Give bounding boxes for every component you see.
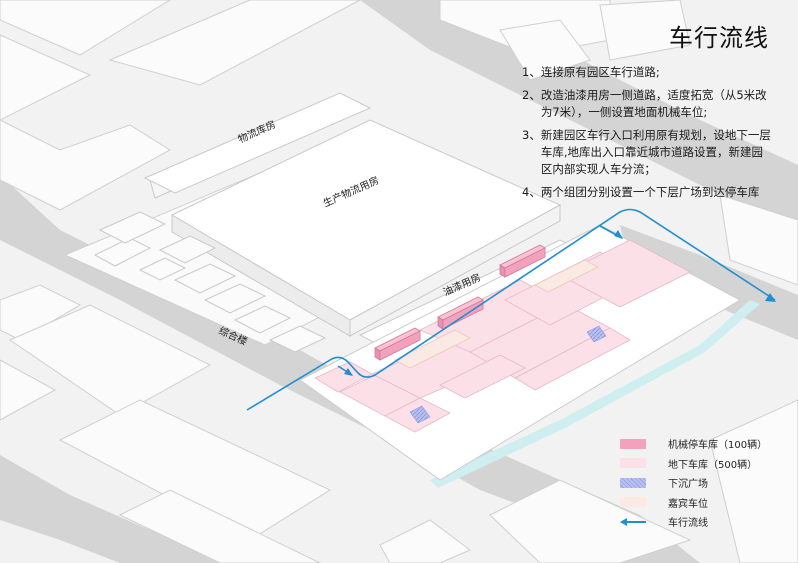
guest-parking-swatch bbox=[620, 497, 646, 508]
legend-label: 车行流线 bbox=[668, 518, 708, 530]
legend-item-vehicle-route: 车行流线 bbox=[620, 512, 790, 532]
note-text: 两个组团分别设置一个下层广场到达停车库 bbox=[540, 185, 760, 199]
legend-label: 地下车库（500辆） bbox=[668, 459, 758, 471]
legend-item-guest-parking: 嘉宾车位 bbox=[620, 493, 790, 513]
legend-item-sunken-plaza: 下沉广场 bbox=[620, 473, 790, 493]
mechanical-parking-swatch bbox=[620, 438, 646, 449]
legend-label: 嘉宾车位 bbox=[668, 498, 708, 510]
note-number: 1、 bbox=[522, 65, 541, 79]
underground-garage bbox=[314, 239, 691, 433]
legend-item-mechanical-parking: 机械停车库（100辆） bbox=[620, 434, 790, 454]
complex-buildings bbox=[93, 211, 327, 353]
underground-garage-swatch bbox=[620, 458, 646, 469]
note-item: 1、 连接原有园区车行道路; bbox=[522, 64, 774, 81]
note-text: 连接原有园区车行道路; bbox=[540, 65, 660, 79]
legend-label: 机械停车库（100辆） bbox=[668, 440, 768, 452]
note-text: 新建园区车行入口利用原有规划，设地下一层车库,地库出入口靠近城市道路设置，新建园… bbox=[540, 128, 771, 176]
note-item: 4、 两个组团分别设置一个下层广场到达停车库 bbox=[522, 184, 774, 201]
legend-item-underground-garage: 地下车库（500辆） bbox=[620, 454, 790, 474]
sunken-plaza-swatch bbox=[620, 477, 646, 488]
mechanical-parking bbox=[374, 244, 546, 361]
note-item: 2、 改造油漆用房一侧道路，适度拓宽（从5米改为7米），一侧设置地面机械车位; bbox=[522, 87, 774, 121]
legend-label: 下沉广场 bbox=[668, 479, 708, 491]
note-text: 改造油漆用房一侧道路，适度拓宽（从5米改为7米），一侧设置地面机械车位; bbox=[540, 88, 767, 119]
guest-parking bbox=[394, 259, 599, 369]
production-building bbox=[170, 119, 562, 337]
warehouse-building bbox=[143, 92, 372, 199]
sunken-plazas bbox=[409, 325, 607, 424]
arrow-left-icon bbox=[620, 517, 646, 527]
note-item: 3、 新建园区车行入口利用原有规划，设地下一层车库,地库出入口靠近城市道路设置，… bbox=[522, 127, 774, 178]
note-number: 2、 bbox=[522, 88, 541, 102]
legend: 机械停车库（100辆） 地下车库（500辆） 下沉广场 嘉宾车位 车行流线 bbox=[620, 434, 790, 532]
note-number: 4、 bbox=[522, 185, 541, 199]
notes-list: 1、 连接原有园区车行道路; 2、 改造油漆用房一侧道路，适度拓宽（从5米改为7… bbox=[522, 64, 774, 207]
note-number: 3、 bbox=[522, 128, 541, 142]
canal bbox=[430, 300, 760, 488]
route-arrowheads bbox=[344, 230, 776, 376]
page-title: 车行流线 bbox=[669, 24, 769, 52]
